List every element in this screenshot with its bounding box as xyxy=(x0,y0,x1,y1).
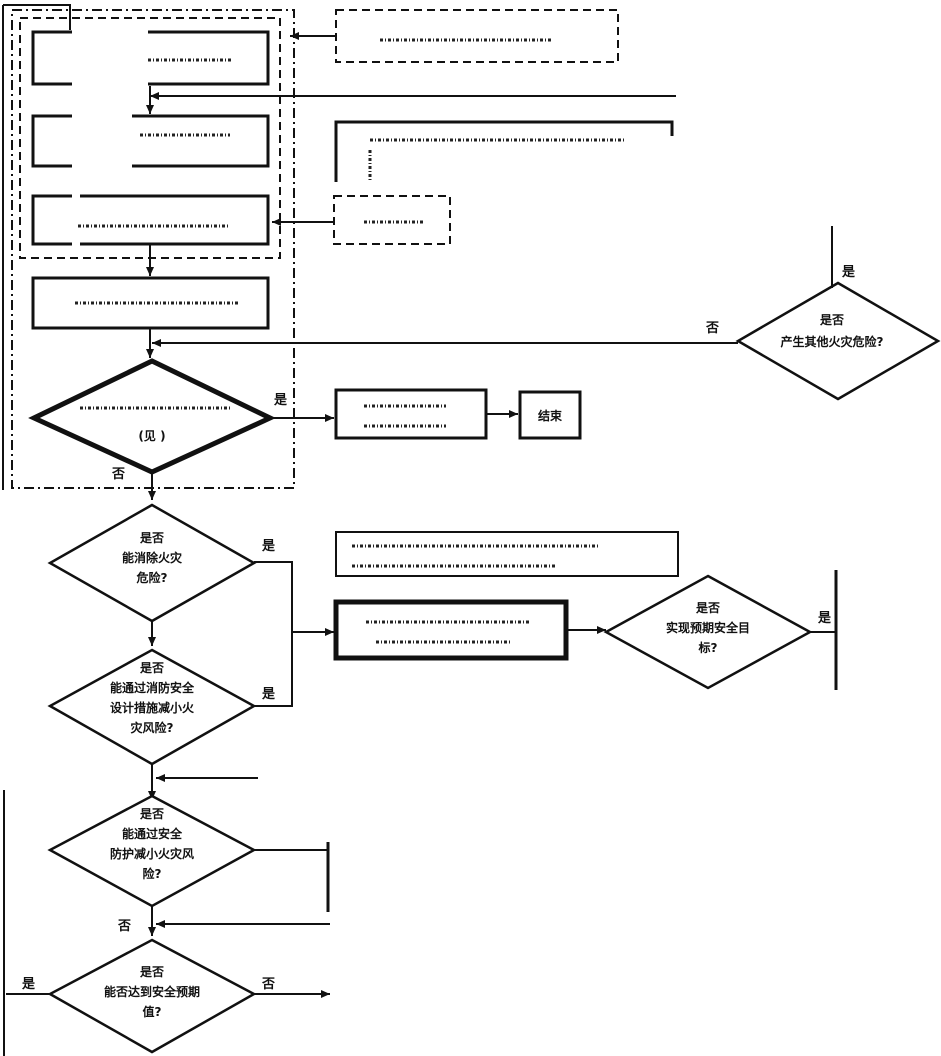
svg-text:能通过安全: 能通过安全 xyxy=(122,826,183,841)
side-box-1 xyxy=(335,9,619,63)
svg-text:能否达到安全预期: 能否达到安全预期 xyxy=(104,984,200,999)
end-label: 结束 xyxy=(538,408,563,423)
end-box xyxy=(518,390,582,440)
svg-text:是否: 是否 xyxy=(139,661,164,675)
svg-text:是: 是 xyxy=(261,687,276,702)
svg-text:设计措施减小火: 设计措施减小火 xyxy=(110,700,195,715)
svg-text:是: 是 xyxy=(273,393,288,408)
side-bracket-2 xyxy=(334,120,674,182)
svg-text:危险?: 危险? xyxy=(136,570,168,585)
svg-text:否: 否 xyxy=(117,919,131,934)
svg-text:险?: 险? xyxy=(143,866,162,881)
measure-box xyxy=(333,599,569,661)
main-diamond-1 xyxy=(28,358,276,475)
process-box-2 xyxy=(31,114,270,168)
svg-text:是否: 是否 xyxy=(139,531,164,545)
right-top-diamond xyxy=(735,281,941,401)
label-yes: 是 xyxy=(841,265,856,280)
side-box-3 xyxy=(333,195,451,245)
svg-text:是: 是 xyxy=(261,539,276,554)
svg-text:实现预期安全目: 实现预期安全目 xyxy=(666,620,750,635)
svg-text:灾风险?: 灾风险? xyxy=(131,720,174,735)
svg-text:(见 ): (见 ) xyxy=(138,429,165,443)
svg-text:产生其他火灾危险?: 产生其他火灾危险? xyxy=(781,334,884,349)
right-mid-diamond xyxy=(603,574,813,690)
svg-text:是否: 是否 xyxy=(695,601,720,615)
process-box-1 xyxy=(31,30,270,86)
svg-text:否: 否 xyxy=(261,977,275,992)
svg-text:是: 是 xyxy=(21,977,36,992)
info-box xyxy=(335,531,679,577)
svg-text:能消除火灾: 能消除火灾 xyxy=(122,550,183,565)
diamond-6 xyxy=(47,938,257,1054)
svg-text:标?: 标? xyxy=(698,640,718,655)
svg-text:是: 是 xyxy=(817,611,832,626)
result-box xyxy=(334,388,488,440)
svg-text:是否: 是否 xyxy=(819,313,844,327)
svg-text:是否: 是否 xyxy=(139,965,164,979)
svg-text:防护减小火灾风: 防护减小火灾风 xyxy=(110,846,194,861)
svg-text:是否: 是否 xyxy=(139,807,164,821)
process-box-3 xyxy=(31,194,270,246)
svg-text:能通过消防安全: 能通过消防安全 xyxy=(110,680,195,695)
svg-text:值?: 值? xyxy=(143,1004,162,1019)
frame-edge xyxy=(2,4,71,490)
label-no: 否 xyxy=(705,321,719,336)
svg-text:否: 否 xyxy=(111,467,125,482)
